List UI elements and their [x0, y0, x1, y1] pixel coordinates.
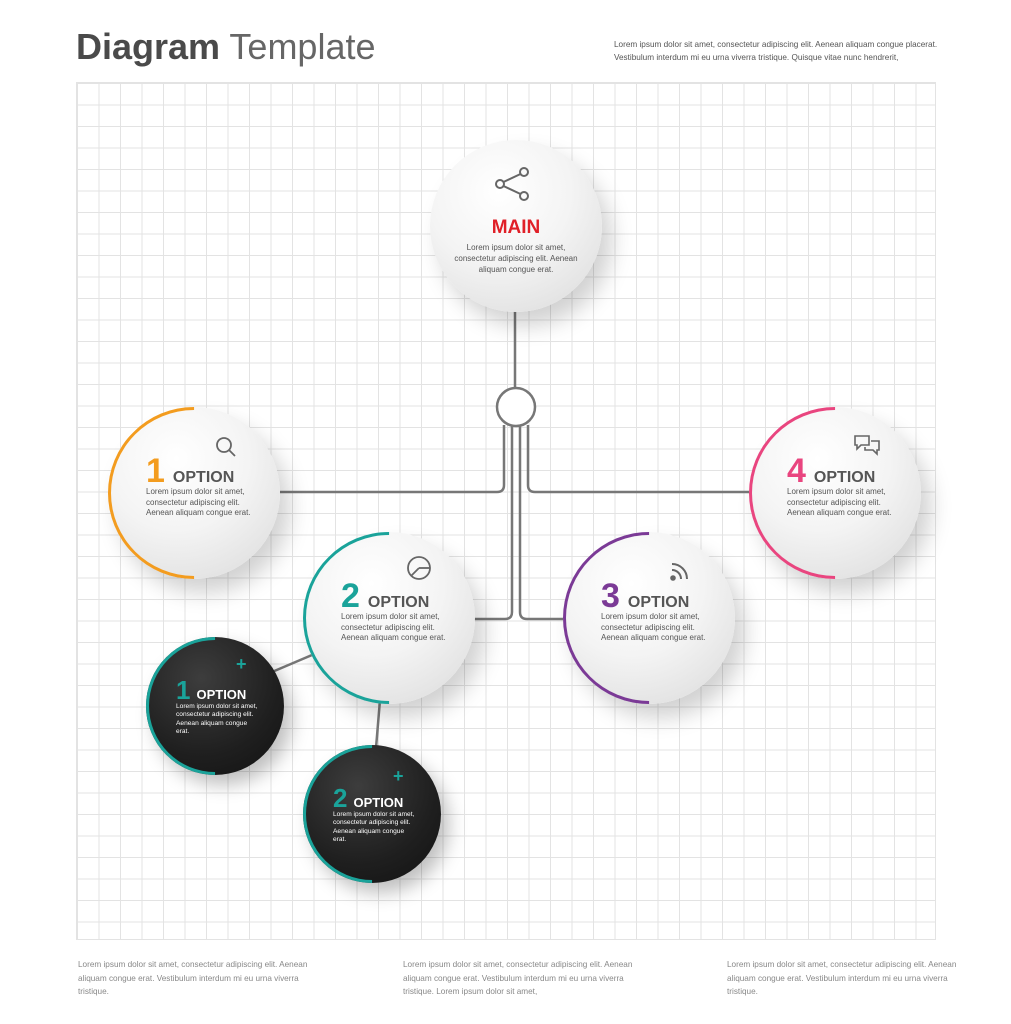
share-icon — [495, 167, 529, 201]
connector-option-2 — [470, 426, 514, 621]
connector-sub-2 — [374, 699, 382, 749]
sub-option-2-heading: 2 OPTION — [333, 785, 403, 811]
page-title: Diagram Template — [76, 26, 376, 68]
connector-option-4 — [526, 425, 750, 494]
option-1-description: Lorem ipsum dolor sit amet, consectetur … — [146, 487, 251, 517]
option-2-node[interactable]: 2 OPTION Lorem ipsum dolor sit amet, con… — [267, 496, 511, 740]
wifi-icon — [670, 563, 688, 581]
footer-text-3: Lorem ipsum dolor sit amet, consectetur … — [727, 960, 957, 996]
option-2-heading: 2 OPTION — [341, 579, 429, 613]
connector-sub-1 — [271, 653, 313, 674]
connector-option-1 — [280, 425, 506, 494]
title-light: Template — [229, 26, 376, 67]
footer-text-1: Lorem ipsum dolor sit amet, consectetur … — [78, 960, 308, 996]
option-4-heading: 4 OPTION — [787, 454, 875, 488]
option-2-description: Lorem ipsum dolor sit amet, consectetur … — [341, 612, 446, 642]
sub-option-1-number: 1 — [176, 675, 191, 705]
plus-icon: + — [393, 766, 404, 786]
sub-option-2-label: OPTION — [353, 795, 404, 810]
option-1-number: 1 — [146, 452, 165, 490]
option-2-label: OPTION — [367, 594, 430, 611]
option-3-number: 3 — [601, 577, 620, 615]
option-1-label: OPTION — [172, 469, 235, 486]
sub-option-1-node[interactable]: + 1 OPTION Lorem ipsum dolor sit amet, c… — [117, 608, 313, 804]
option-1-node[interactable]: 1 OPTION Lorem ipsum dolor sit amet, con… — [108, 407, 280, 579]
option-3-heading: 3 OPTION — [601, 579, 689, 613]
hub-circle — [495, 386, 537, 428]
sub-option-1-label: OPTION — [196, 687, 247, 702]
pie-chart-icon — [407, 556, 431, 580]
option-3-node[interactable]: 3 OPTION Lorem ipsum dolor sit amet, con… — [527, 496, 771, 740]
main-description: Lorem ipsum dolor sit amet, consectetur … — [454, 243, 578, 274]
title-bold: Diagram — [76, 26, 221, 67]
option-4-number: 4 — [787, 452, 806, 490]
plus-icon: + — [236, 654, 247, 674]
option-4-node[interactable]: 4 OPTION Lorem ipsum dolor sit amet, con… — [713, 371, 957, 615]
main-node[interactable]: MAIN Lorem ipsum dolor sit amet, consect… — [430, 140, 602, 312]
option-3-description: Lorem ipsum dolor sit amet, consectetur … — [601, 612, 706, 642]
search-icon — [216, 437, 236, 457]
sub-option-2-node[interactable]: + 2 OPTION Lorem ipsum dolor sit amet, c… — [274, 716, 470, 912]
option-2-number: 2 — [341, 577, 360, 615]
option-4-label: OPTION — [813, 469, 876, 486]
sub-option-2-number: 2 — [333, 783, 348, 813]
sub-option-2-description: Lorem ipsum dolor sit amet, consectetur … — [333, 811, 415, 844]
option-4-description: Lorem ipsum dolor sit amet, consectetur … — [787, 487, 892, 517]
footer-text-2: Lorem ipsum dolor sit amet, consectetur … — [403, 960, 633, 996]
option-1-heading: 1 OPTION — [146, 454, 234, 488]
connector-option-3 — [518, 426, 565, 621]
main-label: MAIN — [491, 217, 541, 238]
sub-option-1-description: Lorem ipsum dolor sit amet, consectetur … — [176, 703, 258, 736]
header-description: Lorem ipsum dolor sit amet, consectetur … — [614, 40, 938, 62]
chat-bubbles-icon — [854, 435, 880, 456]
sub-option-1-heading: 1 OPTION — [176, 677, 246, 703]
option-3-label: OPTION — [627, 594, 690, 611]
